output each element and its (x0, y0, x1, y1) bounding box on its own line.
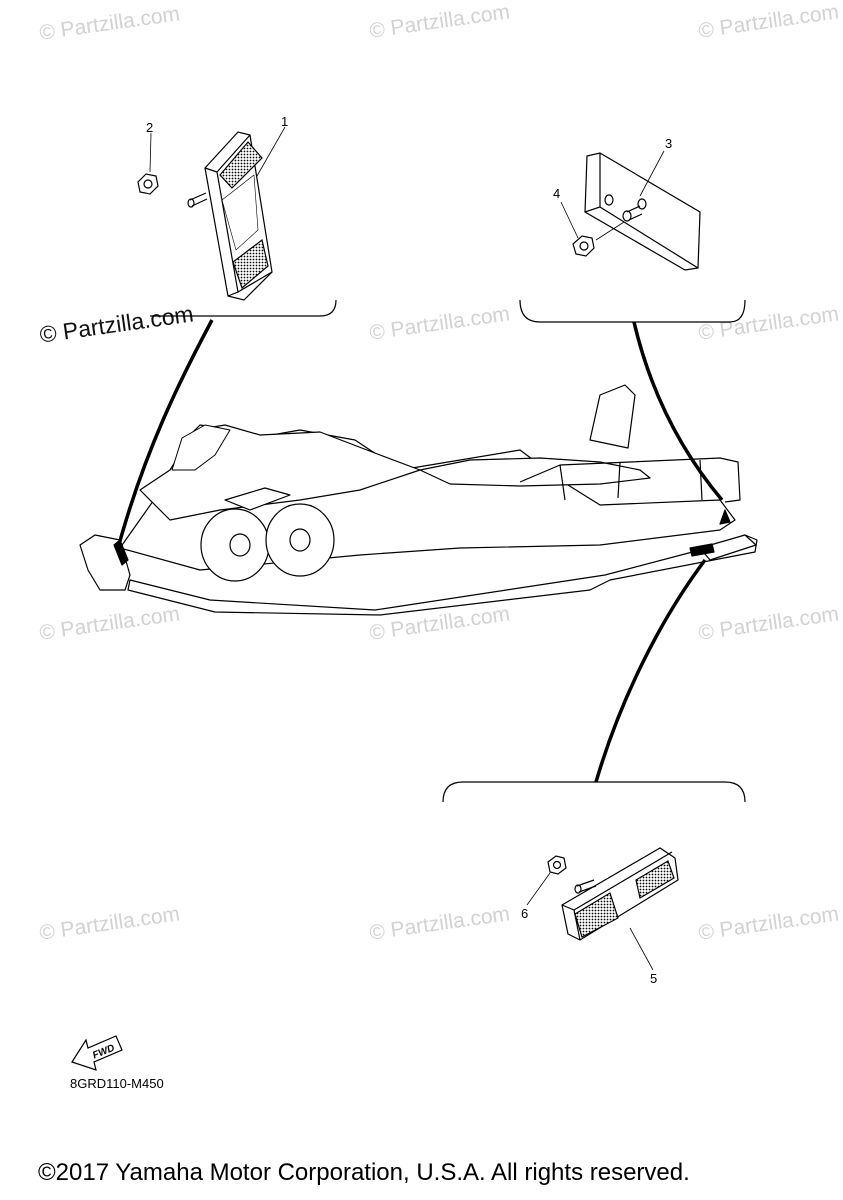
diagram-code: 8GRD110-M450 (70, 1076, 164, 1091)
callout-1: 1 (281, 114, 289, 129)
reflector-rear-detail (519, 150, 746, 502)
fwd-arrow-icon (71, 1035, 123, 1071)
reflector-lower-detail (442, 558, 746, 971)
callout-3: 3 (665, 136, 673, 151)
callout-6: 6 (521, 906, 529, 921)
copyright-text: ©2017 Yamaha Motor Corporation, U.S.A. A… (38, 1159, 690, 1186)
snowmobile-illustration (79, 384, 758, 616)
callout-5: 5 (650, 971, 658, 986)
reflector-front-detail (116, 126, 337, 549)
callout-4: 4 (553, 186, 561, 201)
callout-2: 2 (146, 120, 154, 135)
